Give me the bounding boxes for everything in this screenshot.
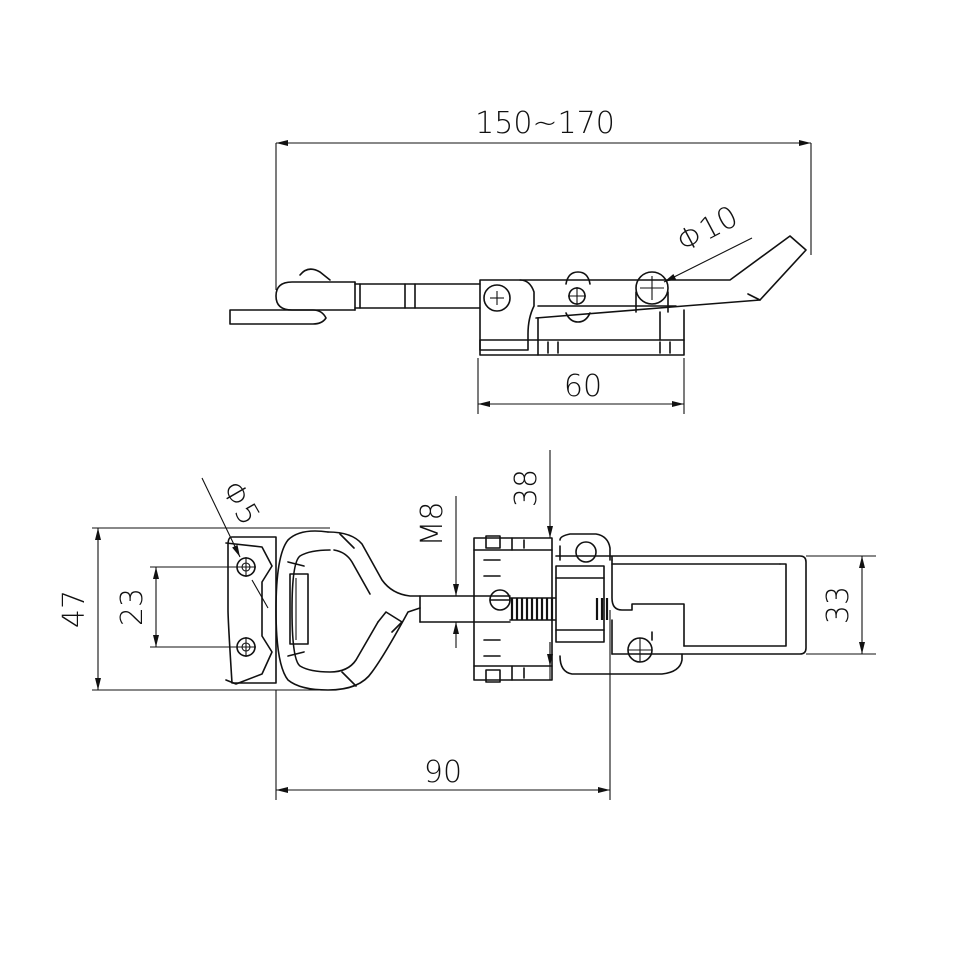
top-base (473, 537, 553, 681)
dim-hole-spacing: 23 (115, 566, 240, 648)
dim-mount-hole-leader (201, 477, 241, 558)
hook-plate (229, 309, 327, 325)
pivot-right (635, 271, 669, 305)
dim-plate-height-label: 47 (57, 590, 92, 628)
side-handle (519, 235, 807, 319)
dim-total-length: 90 (275, 610, 611, 800)
dim-thread-size-label: M8 (415, 502, 450, 547)
dim-handle-width: 33 (806, 555, 876, 655)
thread (509, 597, 609, 621)
dim-hole-spacing-label: 23 (115, 588, 150, 626)
dim-total-length-label: 90 (424, 755, 462, 790)
dim-handle-width-label: 33 (821, 586, 856, 624)
loop-insert (289, 573, 309, 645)
adjust-nut (555, 565, 605, 643)
dim-overall-length-label: 150~170 (475, 106, 615, 141)
dim-mount-hole-label: Φ5 (214, 475, 267, 531)
hook-loop-top (275, 530, 421, 691)
top-rod (419, 595, 511, 623)
dim-hole-leader (663, 237, 753, 283)
dim-plate-height: 47 (57, 527, 330, 691)
top-view: Φ5 (57, 450, 876, 800)
dim-base-width: 38 (509, 450, 553, 680)
top-handle (555, 555, 807, 655)
dim-overall-length: 150~170 (275, 106, 812, 290)
dim-hole-diameter-label: Φ10 (671, 199, 744, 260)
catch-plate (227, 536, 277, 684)
side-base (479, 279, 535, 351)
hook-loop (275, 281, 356, 311)
pivot-left (483, 284, 511, 312)
dim-base-width-label: 38 (509, 469, 544, 507)
side-rod (354, 283, 481, 309)
dim-base-length-label: 60 (564, 369, 602, 404)
dim-base-length: 60 (477, 358, 685, 414)
dim-thread-size: M8 (415, 496, 459, 648)
side-view: 150~170 (229, 106, 812, 414)
